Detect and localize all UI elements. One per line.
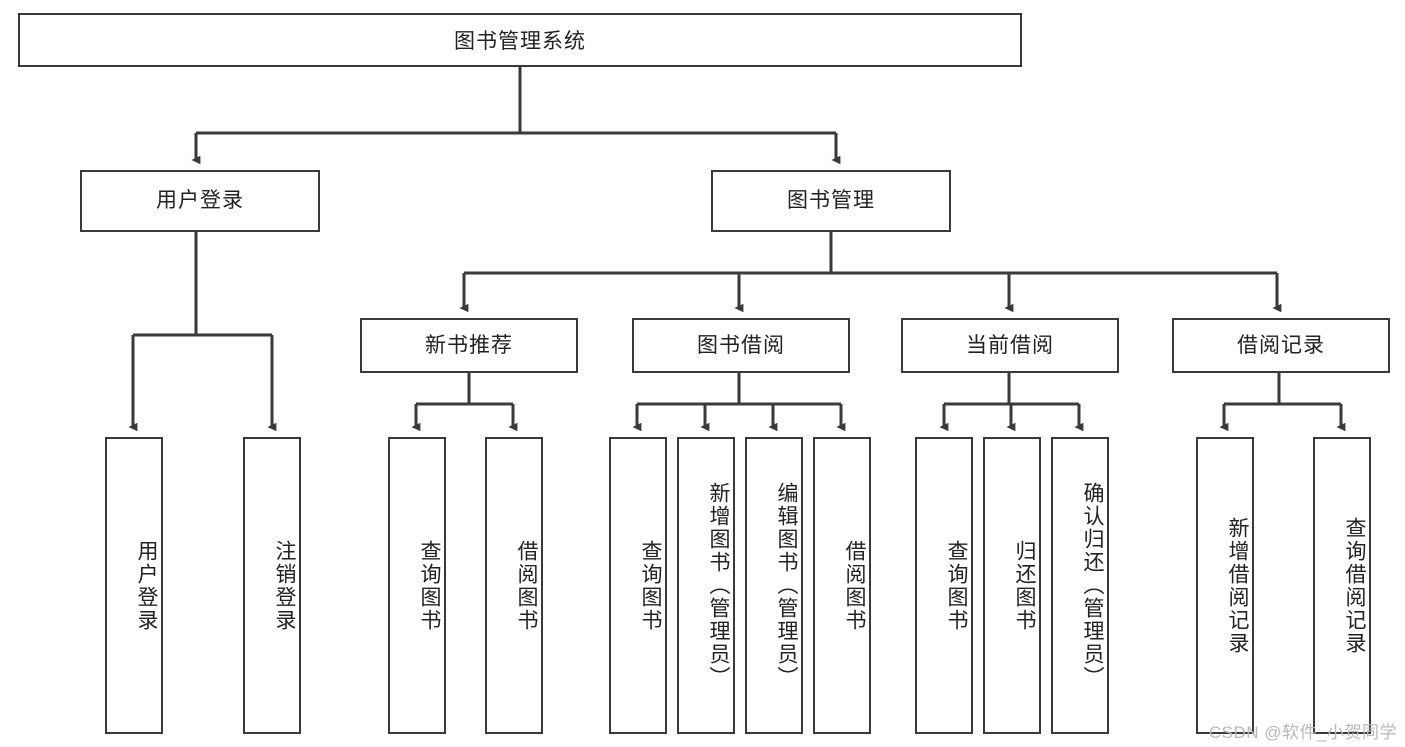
leaf-record-add-record[interactable]: 新增借阅记录 [1196, 437, 1254, 734]
leaf-borrow-edit-book-admin[interactable]: 编辑图书（管理员） [745, 437, 803, 734]
node-current-borrow[interactable]: 当前借阅 [901, 318, 1119, 373]
leaf-current-return-book[interactable]: 归还图书 [983, 437, 1041, 734]
leaf-current-query-book[interactable]: 查询图书 [915, 437, 973, 734]
node-borrow-record[interactable]: 借阅记录 [1172, 318, 1390, 373]
leaf-new-book-borrow[interactable]: 借阅图书 [485, 437, 543, 734]
leaf-current-confirm-return-admin[interactable]: 确认归还（管理员） [1051, 437, 1109, 734]
leaf-borrow-query-book[interactable]: 查询图书 [609, 437, 667, 734]
leaf-record-query-record[interactable]: 查询借阅记录 [1313, 437, 1371, 734]
node-root-system[interactable]: 图书管理系统 [18, 13, 1022, 67]
leaf-user-login-logout[interactable]: 注销登录 [243, 437, 301, 734]
leaf-new-book-query[interactable]: 查询图书 [388, 437, 446, 734]
csdn-watermark: CSDN @软件_小贺同学 [1208, 723, 1397, 742]
node-new-book-recommend[interactable]: 新书推荐 [360, 318, 578, 373]
leaf-user-login-login[interactable]: 用户登录 [105, 437, 163, 734]
leaf-borrow-add-book-admin[interactable]: 新增图书（管理员） [677, 437, 735, 734]
node-book-borrow[interactable]: 图书借阅 [632, 318, 850, 373]
leaf-borrow-borrow-book[interactable]: 借阅图书 [813, 437, 871, 734]
node-user-login[interactable]: 用户登录 [80, 170, 320, 232]
node-book-management[interactable]: 图书管理 [711, 170, 951, 232]
